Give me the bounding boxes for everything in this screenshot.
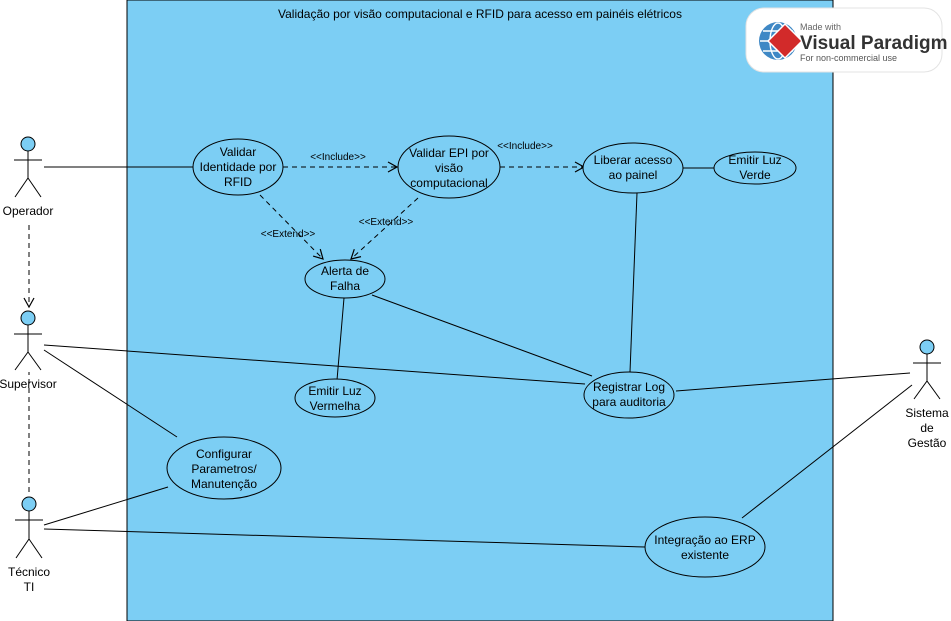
use-case-label: visão bbox=[435, 161, 463, 175]
associations bbox=[43, 166, 913, 548]
assoc-erp-sistema bbox=[741, 384, 913, 519]
include-label-1: <<Include>> bbox=[310, 152, 366, 163]
actor-head bbox=[20, 310, 36, 326]
watermark-note: For non-commercial use bbox=[800, 53, 897, 63]
actor-label-supervisor: Supervisor bbox=[0, 377, 57, 391]
use-case-label: Validar EPI por bbox=[409, 146, 489, 160]
assoc-tecnico-configurar bbox=[43, 486, 169, 526]
assoc-tecnico-erp bbox=[43, 528, 646, 548]
use-case-label: para auditoria bbox=[592, 395, 666, 409]
use-case-label: Vermelha bbox=[310, 399, 361, 413]
use-case-label: Parametros/ bbox=[191, 462, 257, 476]
include-label-2: <<Include>> bbox=[497, 141, 553, 152]
extend-rfid-to-alerta bbox=[259, 194, 324, 260]
use-case-label: ao painel bbox=[609, 168, 658, 182]
dependencies bbox=[23, 161, 586, 492]
actor-head bbox=[919, 339, 935, 355]
assoc-supervisor-configurar bbox=[43, 349, 178, 438]
use-case-label: Identidade por bbox=[200, 160, 277, 174]
diamond-icon bbox=[766, 22, 804, 60]
use-case-label: Manutenção bbox=[191, 477, 257, 491]
use-case-label: Validar bbox=[220, 145, 256, 159]
use-case-label: existente bbox=[681, 548, 729, 562]
use-case-label: Liberar acesso bbox=[594, 153, 673, 167]
assoc-alerta-log bbox=[371, 294, 593, 377]
actor-supervisor[interactable] bbox=[14, 310, 42, 371]
use-case-label: RFID bbox=[224, 175, 252, 189]
actor-operador[interactable] bbox=[14, 136, 42, 198]
extend-label-1: <<Extend>> bbox=[261, 229, 316, 240]
assoc-supervisor-log bbox=[43, 344, 586, 385]
use-case-label: computacional bbox=[410, 176, 487, 190]
visual-paradigm-watermark: Made with Visual Paradigm For non-commer… bbox=[745, 7, 948, 73]
use-case-label: Integração ao ERP bbox=[654, 533, 755, 547]
assoc-log-sistema bbox=[675, 372, 911, 392]
use-case-label: Emitir Luz bbox=[728, 153, 781, 167]
actor-head bbox=[20, 136, 36, 152]
use-case-label: Verde bbox=[739, 168, 771, 182]
use-case-label: Emitir Luz bbox=[308, 384, 361, 398]
actor-label-operador: Operador bbox=[3, 204, 54, 218]
actor-head bbox=[21, 496, 37, 512]
use-case-label: Falha bbox=[330, 279, 360, 293]
use-case-label: Configurar bbox=[196, 447, 252, 461]
system-title: Validação por visão computacional e RFID… bbox=[278, 7, 682, 21]
watermark-brand: Visual Paradigm bbox=[800, 33, 948, 54]
extend-label-2: <<Extend>> bbox=[359, 217, 414, 228]
actor-tecnico[interactable] bbox=[15, 496, 43, 559]
watermark-made-with: Made with bbox=[800, 22, 841, 32]
use-case-label: Alerta de bbox=[321, 264, 369, 278]
assoc-liberar-log bbox=[629, 192, 638, 373]
actor-sistema-gestao[interactable] bbox=[913, 339, 941, 400]
extend-epi-to-alerta bbox=[350, 197, 419, 260]
use-case-label: Registrar Log bbox=[593, 380, 665, 394]
